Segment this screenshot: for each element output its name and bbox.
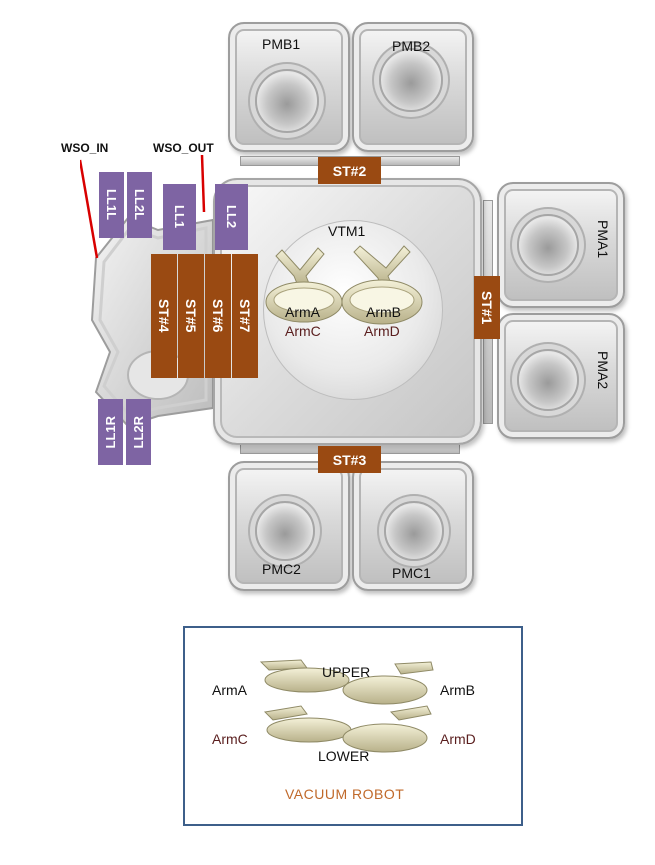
station-st2[interactable]: ST#2 bbox=[318, 157, 381, 184]
pmc2-label: PMC2 bbox=[262, 561, 301, 577]
legend-arm-b-label: ArmB bbox=[440, 682, 475, 698]
station-st1[interactable]: ST#1 bbox=[474, 276, 500, 339]
pmc2-module[interactable]: PMC2 bbox=[228, 461, 350, 591]
station-st3[interactable]: ST#3 bbox=[318, 446, 381, 473]
vtm-arm-c-label: ArmC bbox=[285, 323, 321, 339]
loadlock-ll1r[interactable]: LL1R bbox=[98, 399, 123, 465]
loadlock-ll1r-label: LL1R bbox=[103, 415, 118, 449]
legend-arm-c-label: ArmC bbox=[212, 731, 248, 747]
pmc1-module[interactable]: PMC1 bbox=[352, 461, 474, 591]
loadlock-ll1-label: LL1 bbox=[172, 205, 187, 229]
station-st6[interactable]: ST#6 bbox=[205, 254, 231, 378]
wso-out-label: WSO_OUT bbox=[153, 141, 214, 155]
pmb2-module[interactable]: PMB2 bbox=[352, 22, 474, 152]
legend-arm-d-label: ArmD bbox=[440, 731, 476, 747]
station-st3-label: ST#3 bbox=[332, 451, 367, 468]
loadlock-ll1[interactable]: LL1 bbox=[163, 184, 196, 250]
vtm-arm-a-label: ArmA bbox=[285, 304, 320, 320]
loadlock-ll2r[interactable]: LL2R bbox=[126, 399, 151, 465]
legend-caption: VACUUM ROBOT bbox=[285, 786, 405, 802]
loadlock-ll2-label: LL2 bbox=[224, 205, 239, 229]
pmb2-wafer bbox=[379, 48, 443, 112]
pmc2-wafer bbox=[255, 501, 315, 561]
station-st2-label: ST#2 bbox=[332, 162, 367, 179]
legend-robot-arms bbox=[259, 659, 434, 753]
pma2-label: PMA2 bbox=[595, 351, 611, 390]
pmb1-module[interactable]: PMB1 bbox=[228, 22, 350, 152]
vtm1-chamber[interactable]: VTM1 ArmA ArmC ArmB ArmD bbox=[213, 178, 482, 445]
loadlock-ll1l[interactable]: LL1L bbox=[99, 172, 124, 238]
pma2-wafer bbox=[517, 349, 579, 411]
station-st4[interactable]: ST#4 bbox=[151, 254, 177, 378]
vacuum-robot-legend: UPPER LOWER ArmA ArmB ArmC ArmD VACUUM R… bbox=[183, 626, 523, 826]
pmc1-wafer bbox=[384, 501, 444, 561]
loadlock-ll2l-label: LL2L bbox=[132, 189, 147, 221]
vtm-arm-d-label: ArmD bbox=[364, 323, 400, 339]
vtm-robot-arms bbox=[265, 245, 423, 325]
station-st1-label: ST#1 bbox=[479, 290, 495, 325]
legend-lower-label: LOWER bbox=[318, 748, 370, 764]
pma2-module[interactable]: PMA2 bbox=[497, 313, 625, 439]
wso-lines bbox=[80, 154, 206, 259]
legend-upper-label: UPPER bbox=[322, 664, 371, 680]
legend-arm-a-label: ArmA bbox=[212, 682, 247, 698]
loadlock-ll2[interactable]: LL2 bbox=[215, 184, 248, 250]
station-st7[interactable]: ST#7 bbox=[232, 254, 258, 378]
loadlock-ll1l-label: LL1L bbox=[104, 189, 119, 221]
loadlock-ll2l[interactable]: LL2L bbox=[127, 172, 152, 238]
pmb1-wafer bbox=[255, 69, 319, 133]
station-st4-label: ST#4 bbox=[156, 299, 172, 333]
vtm-arm-b-label: ArmB bbox=[366, 304, 401, 320]
pma1-wafer bbox=[517, 214, 579, 276]
station-st5[interactable]: ST#5 bbox=[178, 254, 204, 378]
pmc1-label: PMC1 bbox=[392, 565, 431, 581]
pmb2-label: PMB2 bbox=[392, 38, 431, 54]
pma1-module[interactable]: PMA1 bbox=[497, 182, 625, 308]
pma1-label: PMA1 bbox=[595, 220, 611, 259]
station-st5-label: ST#5 bbox=[183, 299, 199, 333]
loadlock-ll2r-label: LL2R bbox=[131, 415, 146, 449]
pmb1-label: PMB1 bbox=[262, 36, 301, 52]
station-st6-label: ST#6 bbox=[210, 299, 226, 333]
wso-in-label: WSO_IN bbox=[61, 141, 109, 155]
station-st7-label: ST#7 bbox=[237, 299, 253, 333]
vtm1-title: VTM1 bbox=[328, 223, 366, 239]
